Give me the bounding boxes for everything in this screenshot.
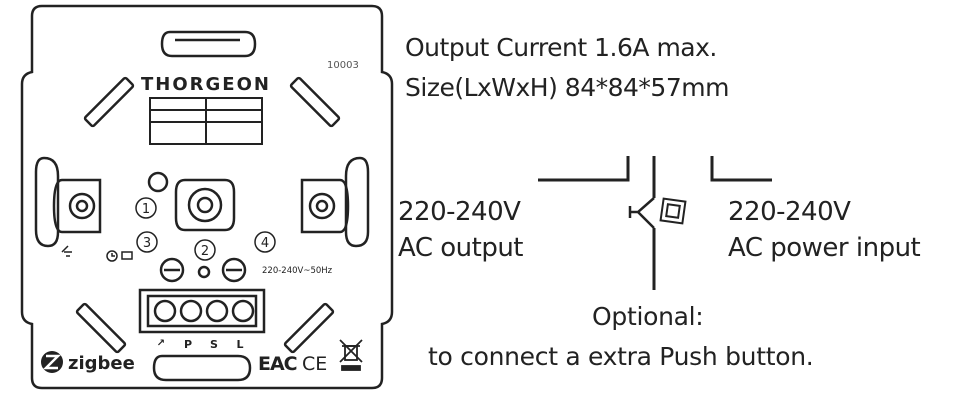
top-mounting-slot — [160, 30, 257, 58]
terminal-block — [138, 288, 266, 334]
ce-mark: CE — [302, 353, 327, 375]
corner-clip-bottom-right — [283, 302, 335, 354]
weee-bin-icon — [339, 339, 363, 371]
input-wire — [710, 156, 772, 182]
optional-title: Optional: — [592, 302, 704, 331]
corner-clip-bottom-left — [75, 302, 127, 354]
push-button-symbol — [628, 197, 655, 229]
brand-label: THORGEON — [141, 74, 271, 95]
terminal-number-2-circle — [194, 239, 216, 261]
heat-sink — [149, 97, 263, 145]
zigbee-logo — [41, 351, 63, 373]
adjust-screw-left — [159, 257, 185, 283]
rotary-knob — [174, 178, 236, 232]
ac-input-voltage: 220-240V — [728, 197, 851, 227]
terminal-label-p: P — [184, 338, 192, 351]
bottom-mounting-slot — [152, 354, 252, 382]
wiring-schematic — [538, 156, 772, 290]
led-mode-icon — [61, 245, 72, 257]
ac-input-label: AC power input — [728, 233, 921, 263]
terminal-label-arrow: ↗ — [157, 338, 165, 349]
push-button-icon — [659, 197, 687, 225]
terminal-number-2: 2 — [201, 244, 209, 259]
ac-output-label: AC output — [398, 233, 524, 263]
terminal-number-3: 3 — [143, 236, 151, 251]
optional-description: to connect a extra Push button. — [428, 342, 814, 371]
size-spec: Size(LxWxH) 84*84*57mm — [405, 73, 729, 102]
clock-icon — [106, 250, 118, 262]
terminal-number-4-circle — [254, 231, 276, 253]
terminal-number-3-circle — [136, 231, 158, 253]
eac-mark: EAC — [258, 353, 297, 375]
terminal-label-l: L — [236, 338, 243, 351]
zigbee-text: zigbee — [68, 353, 135, 374]
small-button — [147, 171, 169, 193]
indicator-led — [197, 265, 211, 279]
ac-output-voltage: 220-240V — [398, 197, 521, 227]
terminal-number-1-circle — [135, 197, 157, 219]
adjust-screw-right — [221, 257, 247, 283]
rating-label: 220-240V~50Hz — [262, 266, 333, 276]
right-screw-clip — [300, 178, 350, 234]
terminal-number-1: 1 — [142, 202, 150, 217]
battery-icon — [121, 251, 133, 260]
left-screw-clip — [52, 178, 102, 234]
module-outline — [20, 4, 394, 390]
left-mounting-slot — [34, 156, 60, 248]
terminal-label-s: S — [210, 338, 218, 351]
dimmer-module — [20, 4, 394, 390]
model-number: 10003 — [327, 60, 359, 71]
corner-clip-top-left — [83, 76, 135, 128]
corner-clip-top-right — [289, 76, 341, 128]
right-mounting-slot — [344, 156, 370, 248]
output-current-spec: Output Current 1.6A max. — [405, 33, 717, 62]
output-wire — [538, 156, 630, 182]
terminal-number-4: 4 — [261, 236, 269, 251]
